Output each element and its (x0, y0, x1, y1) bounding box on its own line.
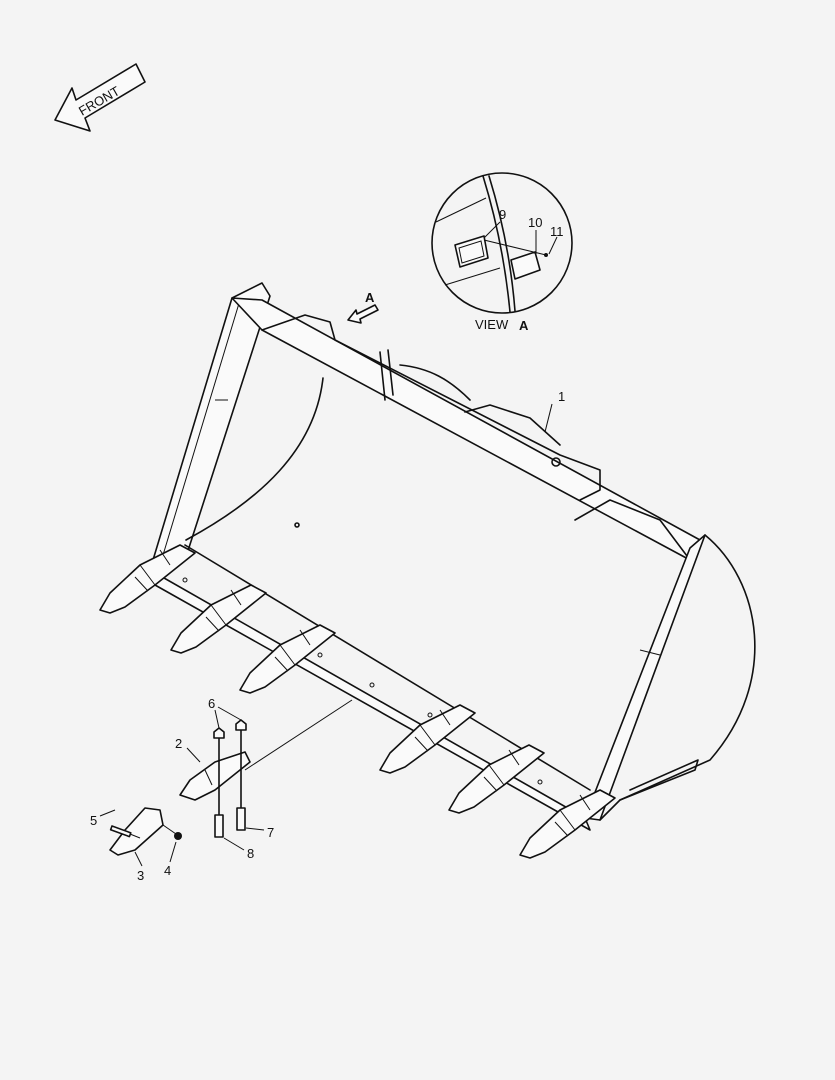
callout-6: 6 (208, 696, 215, 711)
callout-11: 11 (550, 224, 564, 239)
callout-9: 9 (499, 207, 506, 222)
view-a-detail (431, 172, 573, 314)
teeth (99, 544, 616, 859)
callout-5: 5 (90, 813, 97, 828)
bucket (149, 282, 756, 831)
callout-10: 10 (528, 215, 542, 230)
front-arrow: FRONT (54, 63, 146, 132)
callout-7: 7 (267, 825, 274, 840)
view-caption: VIEW (475, 317, 509, 332)
callout-8: 8 (247, 846, 254, 861)
view-marker-a: A (365, 290, 375, 305)
view-caption-letter: A (519, 318, 529, 333)
callout-4: 4 (164, 863, 171, 878)
view-arrow (347, 304, 379, 324)
exploded-tooth-assembly (99, 403, 553, 867)
callout-1: 1 (558, 389, 565, 404)
callout-2: 2 (175, 736, 182, 751)
callout-3: 3 (137, 868, 144, 883)
